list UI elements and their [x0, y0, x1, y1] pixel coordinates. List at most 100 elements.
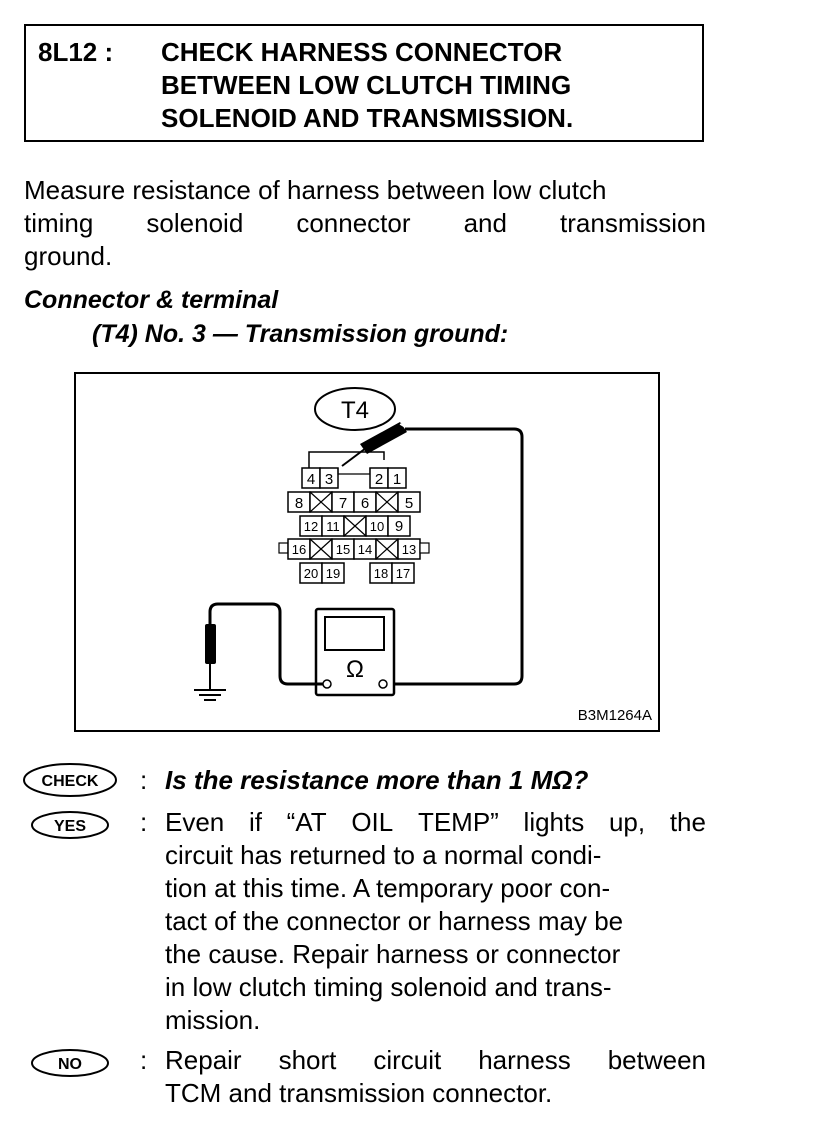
no-line: TCM and transmission connector. [165, 1078, 553, 1108]
yes-badge: YES [31, 811, 109, 839]
instruction-paragraph: Measure resistance of harness between lo… [24, 174, 706, 273]
check-question: Is the resistance more than 1 MΩ? [165, 765, 589, 795]
yes-line: mission. [165, 1005, 261, 1035]
pin-number: 12 [304, 519, 318, 534]
word: Repair [165, 1045, 242, 1075]
no-badge: NO [31, 1049, 109, 1077]
check-colon: : [140, 765, 148, 795]
pin-cell [387, 467, 407, 489]
step-title-line: BETWEEN LOW CLUTCH TIMING [161, 70, 572, 100]
wiring-diagram: T4 4 3 2 1 8 7 6 5 [74, 372, 660, 732]
pin-row-1: 4 3 2 1 [301, 467, 407, 489]
pin-row-3: 12 11 10 9 [299, 515, 411, 537]
step-title-box: 8L12 : CHECK HARNESS CONNECTOR BETWEEN L… [24, 24, 704, 142]
housing-latch-right [419, 542, 430, 554]
pin-number: 4 [307, 471, 315, 488]
yes-result-text: Even if “AT OIL TEMP” lights up, the cir… [165, 806, 706, 1037]
word: harness [478, 1045, 571, 1075]
word: Even [165, 807, 225, 837]
ground-symbol-icon [194, 689, 226, 701]
pin-number: 7 [339, 495, 347, 512]
pin-number: 11 [326, 519, 340, 534]
pin-number: 19 [326, 566, 340, 581]
probe-lead-right [389, 427, 524, 686]
blank-pin-cross [375, 538, 399, 560]
blank-pin-cross [343, 515, 367, 537]
pin-number: 3 [325, 471, 333, 488]
word: the [669, 807, 706, 837]
word: if [248, 807, 262, 837]
word: TEMP” [417, 807, 499, 837]
check-badge-label: CHECK [42, 773, 99, 790]
figure-id: B3M1264A [578, 707, 652, 724]
probe-lead-left [208, 602, 323, 686]
connector-label-ellipse [314, 387, 396, 431]
no-badge-label: NO [58, 1056, 82, 1073]
no-line-justified: Repair short circuit harness between [165, 1044, 706, 1077]
pin-number: 2 [375, 471, 383, 488]
pin-number: 6 [361, 495, 369, 512]
housing-latch-left [278, 542, 289, 554]
no-colon: : [140, 1045, 148, 1075]
pin-number: 16 [292, 542, 306, 557]
connector-housing-notch [308, 451, 385, 468]
ohmmeter: Ω [314, 607, 396, 697]
yes-line: circuit has returned to a normal condi- [165, 840, 602, 870]
blank-pin-cross [375, 491, 399, 513]
word: timing [24, 208, 94, 238]
word: “AT [286, 807, 327, 837]
pin-cell [321, 562, 345, 584]
check-badge: CHECK [23, 763, 117, 797]
pin-number: 18 [374, 566, 388, 581]
pin-row-4: 16 15 14 13 [278, 538, 430, 560]
connector-terminal-spec: (T4) No. 3 — Transmission ground: [92, 320, 509, 348]
pin-number: 13 [402, 542, 416, 557]
yes-line: tion at this time. A temporary poor con- [165, 873, 611, 903]
connector-terminal-heading: Connector & terminal [24, 286, 279, 314]
pin-cell [391, 562, 415, 584]
pin-number: 20 [304, 566, 318, 581]
pin-row-5: 20 19 18 17 [299, 562, 415, 584]
yes-badge-label: YES [54, 818, 86, 835]
pin-number: 1 [393, 471, 401, 488]
pin-number: 8 [295, 495, 303, 512]
pin-cell [387, 515, 411, 537]
yes-line: in low clutch timing solenoid and trans- [165, 972, 612, 1002]
ground-probe [205, 624, 216, 664]
pin-number: 10 [370, 519, 384, 534]
word: connector [296, 208, 411, 238]
step-code: 8L12 : [38, 37, 114, 67]
word: lights [523, 807, 585, 837]
word: short [278, 1045, 337, 1075]
yes-colon: : [140, 807, 148, 837]
blank-pin-cross [309, 491, 333, 513]
word: between [607, 1045, 706, 1075]
word: circuit [373, 1045, 442, 1075]
yes-line: the cause. Repair harness or connector [165, 939, 621, 969]
pin-number: 17 [396, 566, 410, 581]
pin-number: 5 [405, 495, 413, 512]
connector-label: T4 [341, 397, 369, 424]
no-result-text: Repair short circuit harness between TCM… [165, 1044, 706, 1110]
word: up, [608, 807, 646, 837]
word: transmission [560, 208, 706, 238]
word: and [463, 208, 507, 238]
meter-terminal-ohm [378, 679, 388, 689]
meter-terminal-com [322, 679, 332, 689]
blank-pin-cross [309, 538, 333, 560]
instruction-line: Measure resistance of harness between lo… [24, 175, 607, 205]
step-title-line: CHECK HARNESS CONNECTOR [161, 37, 563, 67]
pin-cell [319, 467, 339, 489]
word: solenoid [146, 208, 244, 238]
step-title: CHECK HARNESS CONNECTOR BETWEEN LOW CLUT… [161, 36, 691, 135]
yes-line-justified: Even if “AT OIL TEMP” lights up, the [165, 806, 706, 839]
step-title-line: SOLENOID AND TRANSMISSION. [161, 103, 574, 133]
yes-line: tact of the connector or harness may be [165, 906, 624, 936]
pin-number: 9 [395, 518, 403, 535]
instruction-line: ground. [24, 241, 113, 271]
pin-cell [397, 491, 421, 513]
instruction-line-justified: timing solenoid connector and transmissi… [24, 207, 706, 240]
pin-number: 14 [358, 542, 372, 557]
pin-row-2: 8 7 6 5 [287, 491, 421, 513]
pin-number: 15 [336, 542, 350, 557]
